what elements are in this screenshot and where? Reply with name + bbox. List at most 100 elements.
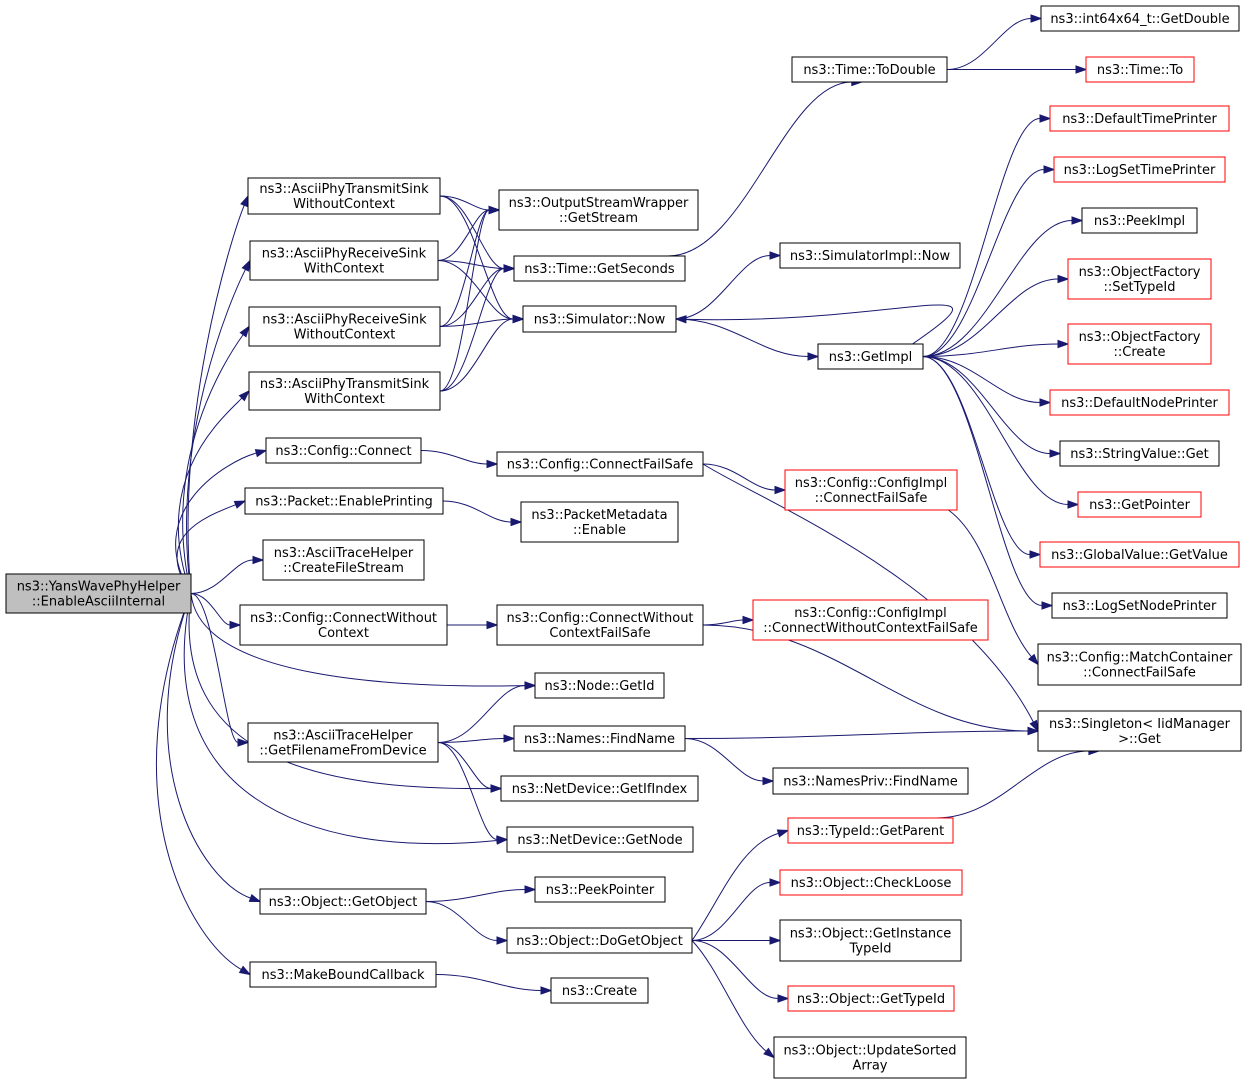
node-box	[752, 599, 989, 641]
node-box	[1085, 56, 1195, 83]
node-box	[1053, 156, 1226, 183]
node-names-findname[interactable]: ns3::Names::FindName	[513, 725, 686, 752]
call-edge	[691, 878, 782, 941]
node-box	[506, 927, 693, 954]
edge-arrowhead	[1075, 65, 1088, 74]
node-label: ns3::AsciiTraceHelper	[274, 546, 414, 561]
call-edge	[922, 356, 1080, 509]
node-config-connectwithoutcontext[interactable]: ns3::Config::ConnectWithoutContext	[239, 604, 448, 646]
node-label: WithoutContext	[293, 197, 395, 212]
node-box	[248, 306, 441, 347]
call-edge	[691, 940, 776, 1059]
edge-line	[178, 397, 243, 594]
call-edge	[702, 463, 1039, 733]
node-objectfactory-create[interactable]: ns3::ObjectFactory::Create	[1067, 323, 1212, 365]
node-label: ns3::PacketMetadata	[531, 508, 667, 523]
edge-arrowhead	[496, 936, 509, 945]
node-asciitracehelper-getfilenamefromdevice[interactable]: ns3::AsciiTraceHelper::GetFilenameFromDe…	[247, 722, 439, 763]
node-yanswavephyhelper-enableasciiinternal[interactable]: ns3::YansWavePhyHelper::EnableAsciiInter…	[5, 573, 192, 614]
node-netdevice-getifindex[interactable]: ns3::NetDevice::GetIfIndex	[500, 775, 699, 802]
node-netdevice-getnode[interactable]: ns3::NetDevice::GetNode	[506, 826, 694, 853]
node-namespriv-findname[interactable]: ns3::NamesPriv::FindName	[772, 767, 969, 795]
node-config-matchcontainer-connectfailsafe[interactable]: ns3::Config::MatchContainer::ConnectFail…	[1037, 643, 1242, 686]
node-box	[817, 343, 924, 370]
node-makeboundcallback[interactable]: ns3::MakeBoundCallback	[249, 961, 437, 988]
node-create[interactable]: ns3::Create	[550, 977, 649, 1004]
node-label: ::ConnectFailSafe	[815, 491, 928, 506]
edge-line	[691, 940, 767, 1052]
call-edge	[692, 936, 782, 945]
node-packet-enableprinting[interactable]: ns3::Packet::EnablePrinting	[244, 487, 444, 515]
node-peekimpl[interactable]: ns3::PeekImpl	[1081, 207, 1198, 234]
call-edge	[922, 339, 1070, 357]
node-object-gettypeid[interactable]: ns3::Object::GetTypeId	[787, 985, 955, 1012]
node-time-todouble[interactable]: ns3::Time::ToDouble	[791, 56, 948, 83]
node-packetmetadata-enable[interactable]: ns3::PacketMetadata::Enable	[520, 501, 679, 543]
node-singleton-iidmanager-get[interactable]: ns3::Singleton< IidManager >::Get	[1037, 710, 1242, 752]
node-outputstreamwrapper-getstream[interactable]: ns3::OutputStreamWrapper::GetStream	[498, 189, 699, 231]
node-objectfactory-settypeid[interactable]: ns3::ObjectFactory::SetTypeId	[1067, 258, 1212, 300]
edge-arrowhead	[1067, 500, 1080, 509]
node-config-connectfailsafe[interactable]: ns3::Config::ConnectFailSafe	[496, 451, 704, 477]
node-logsetnodeprinter[interactable]: ns3::LogSetNodePrinter	[1051, 592, 1228, 619]
node-peekpointer[interactable]: ns3::PeekPointer	[534, 876, 666, 903]
node-config-configimpl-connectwithoutcontextfailsafe[interactable]: ns3::Config::ConfigImpl::ConnectWithoutC…	[752, 599, 989, 641]
node-simulatorimpl-now[interactable]: ns3::SimulatorImpl::Now	[779, 242, 961, 269]
edge-arrowhead	[490, 784, 503, 793]
call-edge	[437, 742, 503, 793]
edge-arrowhead	[769, 936, 782, 945]
node-typeid-getparent[interactable]: ns3::TypeId::GetParent	[787, 817, 954, 844]
node-defaulttimeprinter[interactable]: ns3::DefaultTimePrinter	[1049, 105, 1230, 132]
node-time-getseconds[interactable]: ns3::Time::GetSeconds	[513, 255, 686, 282]
node-config-connectwithoutcontextfailsafe[interactable]: ns3::Config::ConnectWithoutContextFailSa…	[496, 604, 704, 646]
node-label: ns3::Time::GetSeconds	[524, 262, 675, 277]
node-globalvalue-getvalue[interactable]: ns3::GlobalValue::GetValue	[1039, 541, 1240, 568]
node-box	[1067, 323, 1212, 365]
node-object-dogetobject[interactable]: ns3::Object::DoGetObject	[506, 927, 693, 954]
edge-line	[684, 738, 764, 782]
call-edge	[922, 274, 1070, 357]
call-edge	[435, 974, 553, 995]
node-label: ns3::DefaultNodePrinter	[1061, 396, 1218, 411]
node-config-configimpl-connectfailsafe[interactable]: ns3::Config::ConfigImpl::ConnectFailSafe	[784, 469, 958, 511]
node-label: ::Enable	[573, 523, 626, 538]
edge-line	[691, 832, 779, 941]
node-time-to[interactable]: ns3::Time::To	[1085, 56, 1195, 83]
node-object-getobject[interactable]: ns3::Object::GetObject	[259, 888, 427, 915]
edge-line	[922, 356, 1069, 505]
node-defaultnodeprinter[interactable]: ns3::DefaultNodePrinter	[1049, 389, 1230, 416]
node-object-checkloose[interactable]: ns3::Object::CheckLoose	[779, 869, 963, 896]
node-config-connect[interactable]: ns3::Config::Connect	[265, 437, 422, 464]
node-logsettimeprinter[interactable]: ns3::LogSetTimePrinter	[1053, 156, 1226, 183]
node-box	[522, 305, 677, 333]
node-label: ns3::Object::UpdateSorted	[783, 1044, 956, 1059]
edge-line	[439, 209, 490, 327]
node-box	[787, 817, 954, 844]
node-int64x64-t-getdouble[interactable]: ns3::int64x64_t::GetDouble	[1040, 5, 1240, 32]
edge-line	[190, 593, 526, 687]
edge-arrowhead	[762, 776, 775, 786]
edge-arrowhead	[486, 459, 499, 469]
node-box	[239, 604, 448, 646]
node-asciitracehelper-createfilestream[interactable]: ns3::AsciiTraceHelper::CreateFileStream	[262, 539, 425, 581]
edge-arrowhead	[1043, 165, 1056, 174]
edge-arrowhead	[807, 352, 820, 361]
edge-arrowhead	[769, 878, 782, 887]
call-edge	[946, 14, 1043, 70]
node-stringvalue-get[interactable]: ns3::StringValue::Get	[1059, 440, 1220, 467]
node-simulator-now[interactable]: ns3::Simulator::Now	[522, 305, 677, 333]
edge-line	[435, 974, 542, 991]
edge-arrowhead	[240, 194, 249, 208]
node-getimpl[interactable]: ns3::GetImpl	[817, 343, 924, 370]
node-getpointer[interactable]: ns3::GetPointer	[1077, 491, 1202, 518]
node-box	[249, 961, 437, 988]
node-label: ::ConnectWithoutContextFailSafe	[763, 621, 978, 636]
edge-line	[667, 81, 852, 257]
node-node-getid[interactable]: ns3::Node::GetId	[534, 672, 665, 699]
